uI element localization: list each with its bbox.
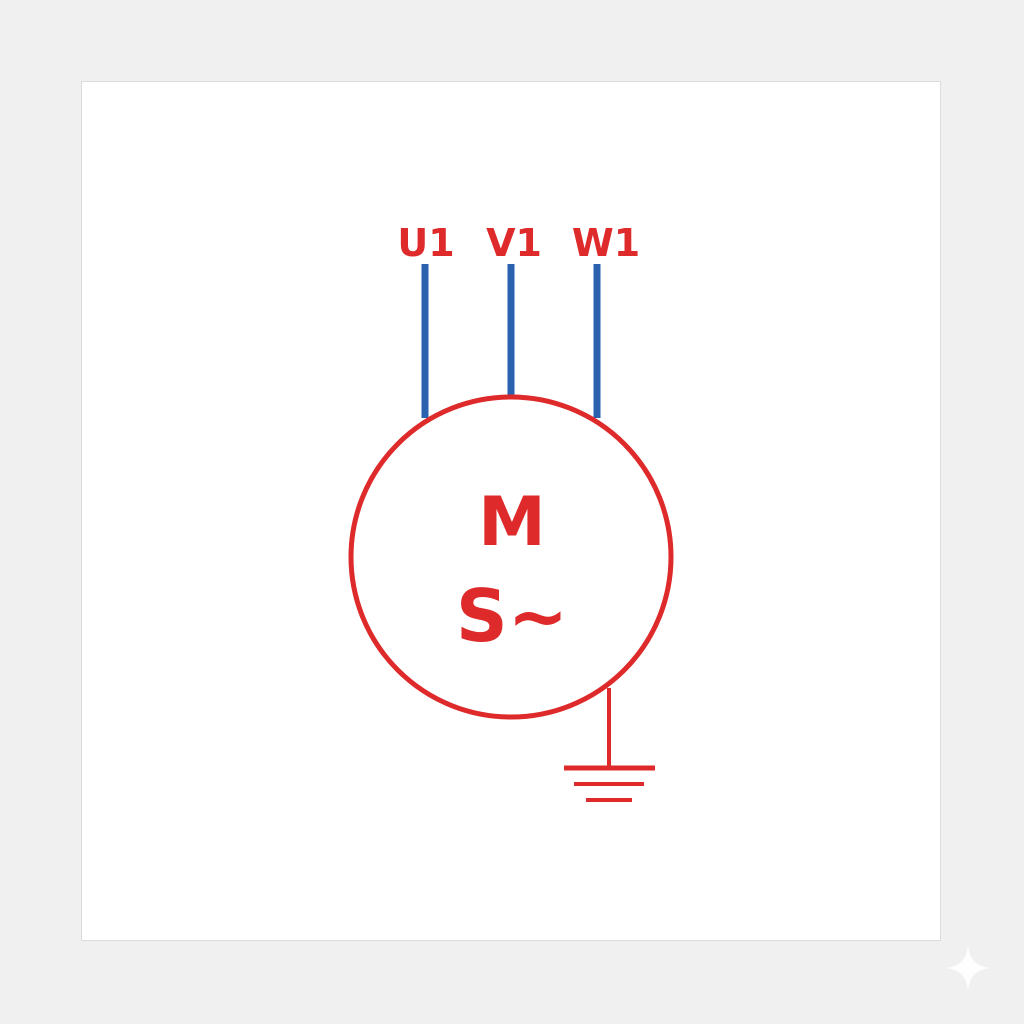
terminal-label-v1: V1 [486, 221, 542, 265]
ground-symbol-icon [564, 688, 655, 802]
diagram-panel [81, 81, 941, 941]
sparkle-icon [946, 946, 990, 990]
motor-circle [348, 394, 674, 720]
terminal-label-u1: U1 [397, 221, 454, 265]
terminal-label-w1: W1 [572, 221, 640, 265]
motor-type: S~ [456, 574, 568, 658]
motor-letter: M [478, 483, 546, 562]
